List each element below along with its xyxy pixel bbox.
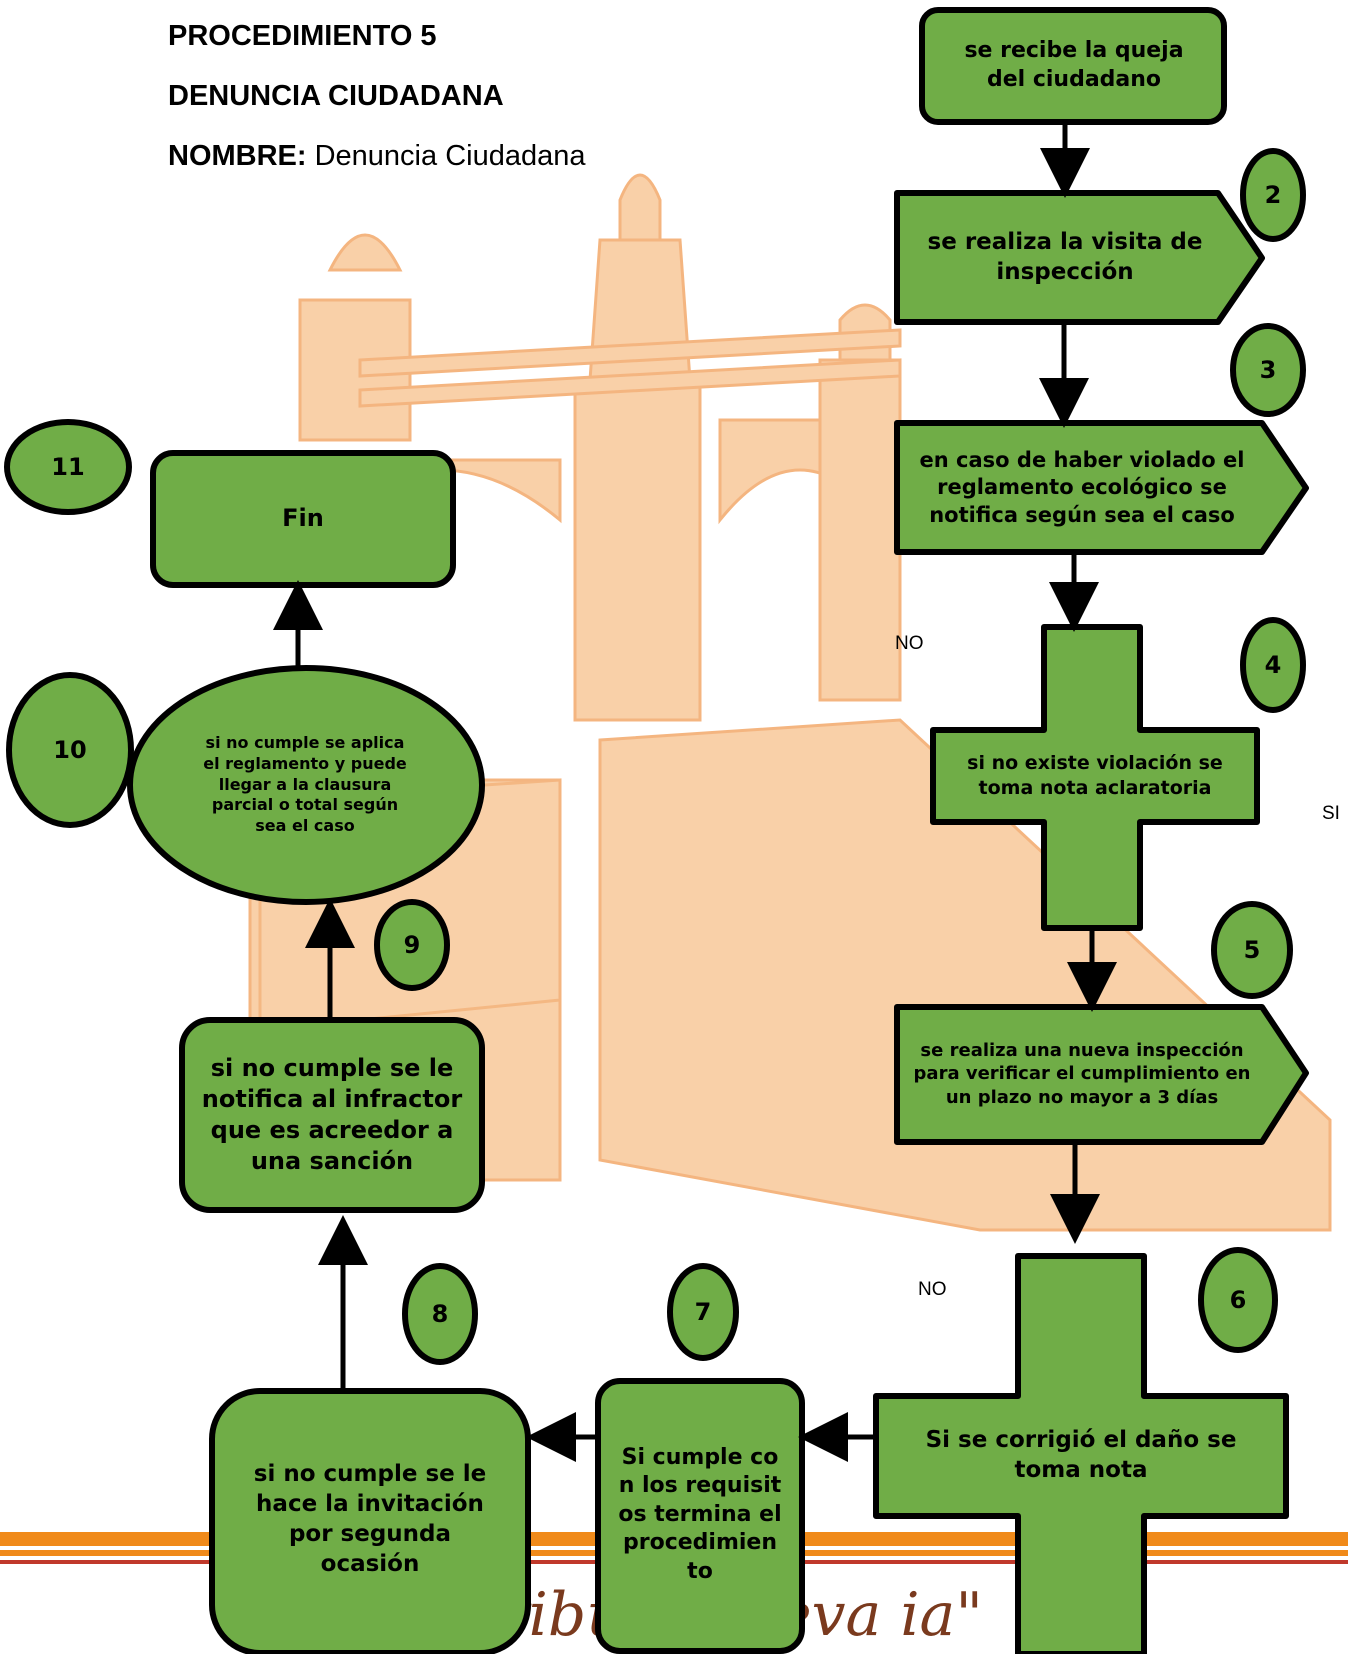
number-4: 4	[1264, 651, 1282, 679]
step-2-text: se realiza la visita de inspección	[927, 229, 1203, 285]
number-circle-6	[1198, 1247, 1278, 1353]
step-3-shape	[894, 420, 1309, 555]
number-circle-2	[1240, 148, 1306, 242]
step-5-text: se realiza una nueva inspección para ver…	[913, 1039, 1251, 1108]
number-3: 3	[1259, 356, 1277, 384]
label-no-2: NO	[918, 1279, 947, 1300]
step-2-shape	[894, 190, 1265, 325]
procedure-title: PROCEDIMIENTO 5	[168, 20, 437, 52]
step-8-shape	[209, 1388, 531, 1654]
step-1-text: se recibe la queja del ciudadano	[964, 38, 1184, 92]
number-circle-4	[1240, 617, 1306, 713]
number-6: 6	[1229, 1286, 1247, 1314]
step-9-shape	[179, 1017, 485, 1213]
procedure-subtitle: DENUNCIA CIUDADANA	[168, 80, 504, 112]
label-si: SI	[1322, 803, 1340, 824]
step-3-text: en caso de haber violado el reglamento e…	[919, 448, 1245, 527]
step-7-shape	[595, 1378, 805, 1654]
step-4-text: si no existe violación se toma nota acla…	[967, 752, 1223, 799]
number-circle-8	[402, 1263, 478, 1365]
number-circle-11	[4, 419, 132, 515]
step-9-text: si no cumple se le notifica al infractor…	[201, 1053, 463, 1176]
number-2: 2	[1264, 181, 1282, 209]
procedure-name: NOMBRE: Denuncia Ciudadana	[168, 140, 586, 172]
step-6-text: Si se corrigió el daño se toma nota	[925, 1427, 1237, 1483]
number-9: 9	[403, 931, 421, 959]
step-11-text: Fin	[282, 504, 324, 533]
number-10: 10	[53, 736, 87, 764]
step-5-shape	[894, 1004, 1309, 1145]
step-6-shape	[873, 1253, 1289, 1654]
step-1-shape	[919, 7, 1227, 125]
number-circle-3	[1230, 323, 1306, 417]
step-7-text: Si cumple con los requisitos termina el …	[618, 1444, 782, 1584]
label-no-1: NO	[895, 633, 924, 654]
number-5: 5	[1243, 936, 1261, 964]
step-8-text: si no cumple se le hace la invitación po…	[253, 1461, 487, 1577]
step-10-text: si no cumple se aplica el reglamento y p…	[203, 733, 407, 836]
number-circle-10	[6, 672, 134, 828]
number-11: 11	[51, 453, 85, 481]
number-7: 7	[694, 1298, 712, 1326]
number-circle-5	[1211, 901, 1293, 999]
step-4-shape	[930, 624, 1260, 931]
number-circle-7	[667, 1263, 739, 1361]
number-circle-9	[374, 899, 450, 991]
number-8: 8	[431, 1300, 449, 1328]
